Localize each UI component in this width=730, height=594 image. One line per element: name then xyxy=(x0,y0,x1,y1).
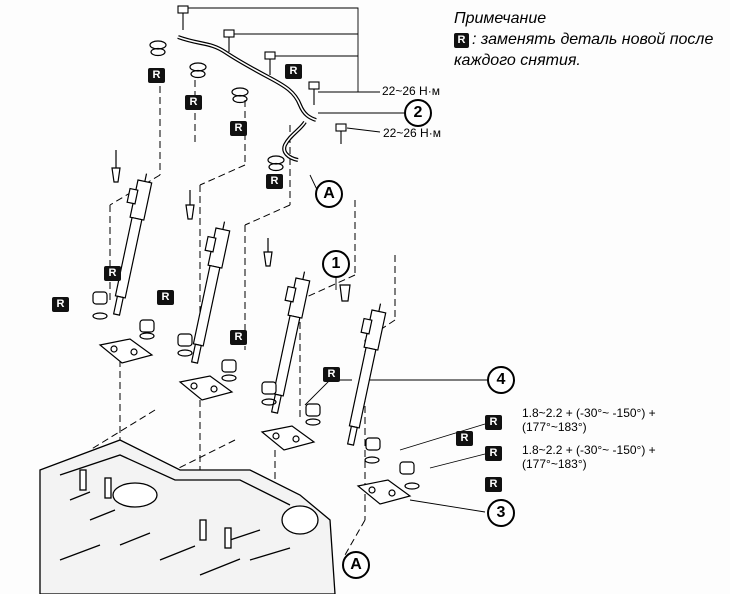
injector-2 xyxy=(190,221,231,364)
o-rings-upper xyxy=(149,40,285,172)
torque-label-pipe-2: 22~26 Н·м xyxy=(383,126,441,140)
replace-icon: R xyxy=(454,33,469,48)
replace-tag: R xyxy=(52,297,69,312)
clamp-bolts xyxy=(92,291,420,490)
torque-spec-clamp-1-line1: 1.8~2.2 + (-30°~ -150°) + xyxy=(522,406,656,420)
replace-tag: R xyxy=(266,174,283,189)
replace-tag: R xyxy=(485,415,502,430)
replace-tag: R xyxy=(157,290,174,305)
torque-spec-clamp-2: 1.8~2.2 + (-30°~ -150°) + (177°~183°) xyxy=(522,443,656,471)
replace-tag: R xyxy=(285,64,302,79)
replacement-note: Примечание R: заменять деталь новой посл… xyxy=(454,8,726,71)
engine-block xyxy=(39,439,336,594)
callout-1: 1 xyxy=(322,250,350,278)
replace-tag: R xyxy=(485,446,502,461)
replace-tag: R xyxy=(485,477,502,492)
replace-tag: R xyxy=(185,95,202,110)
note-title: Примечание xyxy=(454,10,547,27)
replace-tag: R xyxy=(323,367,340,382)
callout-2: 2 xyxy=(404,99,432,127)
leader-lines xyxy=(188,7,488,513)
callout-a-top: A xyxy=(315,180,343,208)
replace-tag: R xyxy=(230,121,247,136)
injector-clamps xyxy=(98,338,412,505)
torque-spec-clamp-2-line1: 1.8~2.2 + (-30°~ -150°) + xyxy=(522,443,656,457)
replace-tag: R xyxy=(148,68,165,83)
callout-4: 4 xyxy=(487,366,515,394)
note-text: : заменять деталь новой после каждого сн… xyxy=(454,31,714,69)
injector-3 xyxy=(270,271,311,414)
injector-1 xyxy=(112,173,153,316)
callout-a-bottom: A xyxy=(342,551,370,579)
torque-spec-clamp-2-line2: (177°~183°) xyxy=(522,457,587,471)
torque-spec-clamp-1: 1.8~2.2 + (-30°~ -150°) + (177°~183°) xyxy=(522,406,656,434)
pipe-bolts xyxy=(177,5,347,144)
leak-off-caps xyxy=(111,150,351,302)
torque-label-pipe-1: 22~26 Н·м xyxy=(382,84,440,98)
replace-tag: R xyxy=(230,330,247,345)
injector-4 xyxy=(346,303,387,446)
callout-3: 3 xyxy=(487,499,515,527)
replace-tag: R xyxy=(104,266,121,281)
replace-tag: R xyxy=(456,431,473,446)
assembly-guide-lines xyxy=(89,75,396,556)
torque-spec-clamp-1-line2: (177°~183°) xyxy=(522,420,587,434)
